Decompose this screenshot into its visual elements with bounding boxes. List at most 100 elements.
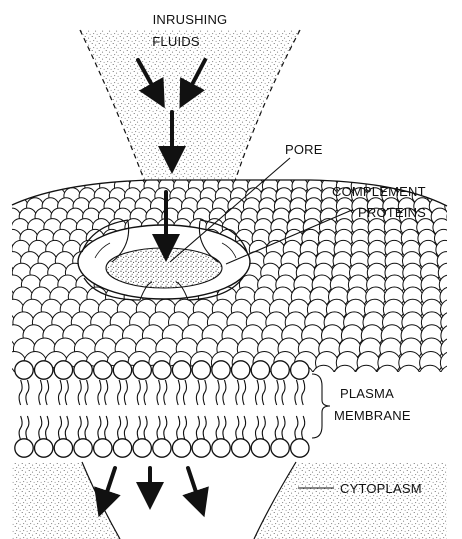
lipid-bilayer xyxy=(15,361,309,457)
lipid-tail xyxy=(39,380,42,405)
lipid-tail xyxy=(236,416,239,440)
lipid-tail xyxy=(144,416,147,440)
surface-sphere xyxy=(447,208,462,225)
lipid-head xyxy=(94,439,112,457)
surface-sphere xyxy=(0,219,13,237)
lipid-head xyxy=(113,361,131,379)
lipid-tail xyxy=(85,416,88,440)
lipid-tail xyxy=(262,416,265,440)
lipid-head xyxy=(35,439,53,457)
lipid-head xyxy=(232,439,250,457)
lipid-head xyxy=(251,439,269,457)
lipid-tail xyxy=(19,380,22,405)
lipid-tail xyxy=(295,380,298,405)
surface-sphere xyxy=(11,178,27,194)
lipid-head xyxy=(153,361,171,379)
lipid-tail xyxy=(243,380,246,405)
lipid-head xyxy=(172,361,190,379)
fluid-stream xyxy=(80,30,300,190)
surface-sphere xyxy=(376,365,399,388)
arrow-out-left xyxy=(103,468,115,504)
surface-sphere xyxy=(0,178,12,194)
lipid-head xyxy=(54,439,72,457)
lipid-tail xyxy=(295,416,298,440)
lipid-head xyxy=(15,361,33,379)
lipid-tail xyxy=(216,380,219,405)
lipid-tail xyxy=(65,416,68,440)
lipid-tail xyxy=(98,380,101,405)
surface-sphere xyxy=(425,178,441,194)
surface-sphere xyxy=(397,365,420,388)
lipid-tail xyxy=(118,380,121,405)
label-cytoplasm: CYTOPLASM xyxy=(340,481,422,496)
lipid-tail xyxy=(78,416,81,440)
lipid-tail xyxy=(78,380,81,405)
surface-sphere xyxy=(333,365,356,388)
arrow-out-right xyxy=(188,468,200,504)
lipid-tail xyxy=(236,380,239,405)
lipid-tail xyxy=(223,416,226,440)
lipid-head xyxy=(291,361,309,379)
lipid-tail xyxy=(124,416,127,440)
lipid-tail xyxy=(243,416,246,440)
lipid-tail xyxy=(177,416,180,440)
lipid-head xyxy=(271,361,289,379)
surface-sphere xyxy=(440,178,456,194)
lipid-tail xyxy=(65,380,68,405)
lipid-tail xyxy=(282,380,285,405)
label-proteins: PROTEINS xyxy=(358,205,426,220)
lipid-tail xyxy=(85,380,88,405)
lipid-tail xyxy=(164,380,167,405)
lipid-tail xyxy=(157,380,160,405)
lipid-head xyxy=(54,361,72,379)
surface-sphere xyxy=(443,188,459,204)
lipid-head xyxy=(133,439,151,457)
label-complement: COMPLEMENT xyxy=(332,184,426,199)
lipid-tail xyxy=(46,380,49,405)
lipid-tail xyxy=(282,416,285,440)
lipid-head xyxy=(172,439,190,457)
label-plasma: PLASMA xyxy=(340,386,394,401)
lipid-tail xyxy=(26,380,29,405)
lipid-tail xyxy=(105,380,108,405)
surface-sphere xyxy=(0,287,14,307)
lipid-head xyxy=(35,361,53,379)
lipid-tail xyxy=(46,416,49,440)
surface-sphere xyxy=(0,240,13,258)
plasma-bracket xyxy=(312,374,330,438)
lipid-head xyxy=(74,361,92,379)
lipid-tail xyxy=(39,416,42,440)
lipid-head xyxy=(94,361,112,379)
lipid-head xyxy=(192,439,210,457)
lipid-head xyxy=(212,439,230,457)
surface-sphere xyxy=(419,365,442,388)
lipid-tail xyxy=(216,416,219,440)
lipid-tail xyxy=(275,416,278,440)
label-pore: PORE xyxy=(285,142,323,157)
label-fluids: FLUIDS xyxy=(152,34,200,49)
lipid-tail xyxy=(26,416,29,440)
lipid-tail xyxy=(98,416,101,440)
lipid-head xyxy=(133,361,151,379)
lipid-tail xyxy=(105,416,108,440)
lipid-head xyxy=(15,439,33,457)
lipid-tail xyxy=(177,380,180,405)
lipid-tail xyxy=(262,380,265,405)
lipid-tail xyxy=(59,380,62,405)
lipid-tail xyxy=(137,380,140,405)
lipid-head xyxy=(113,439,131,457)
lipid-head xyxy=(192,361,210,379)
surface-sphere xyxy=(0,263,14,282)
lipid-tail xyxy=(203,380,206,405)
lipid-tail xyxy=(184,380,187,405)
lipid-tail xyxy=(302,380,305,405)
lipid-tail xyxy=(203,416,206,440)
lipid-tail xyxy=(59,416,62,440)
lipid-head xyxy=(251,361,269,379)
lipid-head xyxy=(271,439,289,457)
surface-sphere xyxy=(440,365,462,388)
lipid-tail xyxy=(184,416,187,440)
lipid-tail xyxy=(144,380,147,405)
surface-sphere xyxy=(355,365,378,388)
